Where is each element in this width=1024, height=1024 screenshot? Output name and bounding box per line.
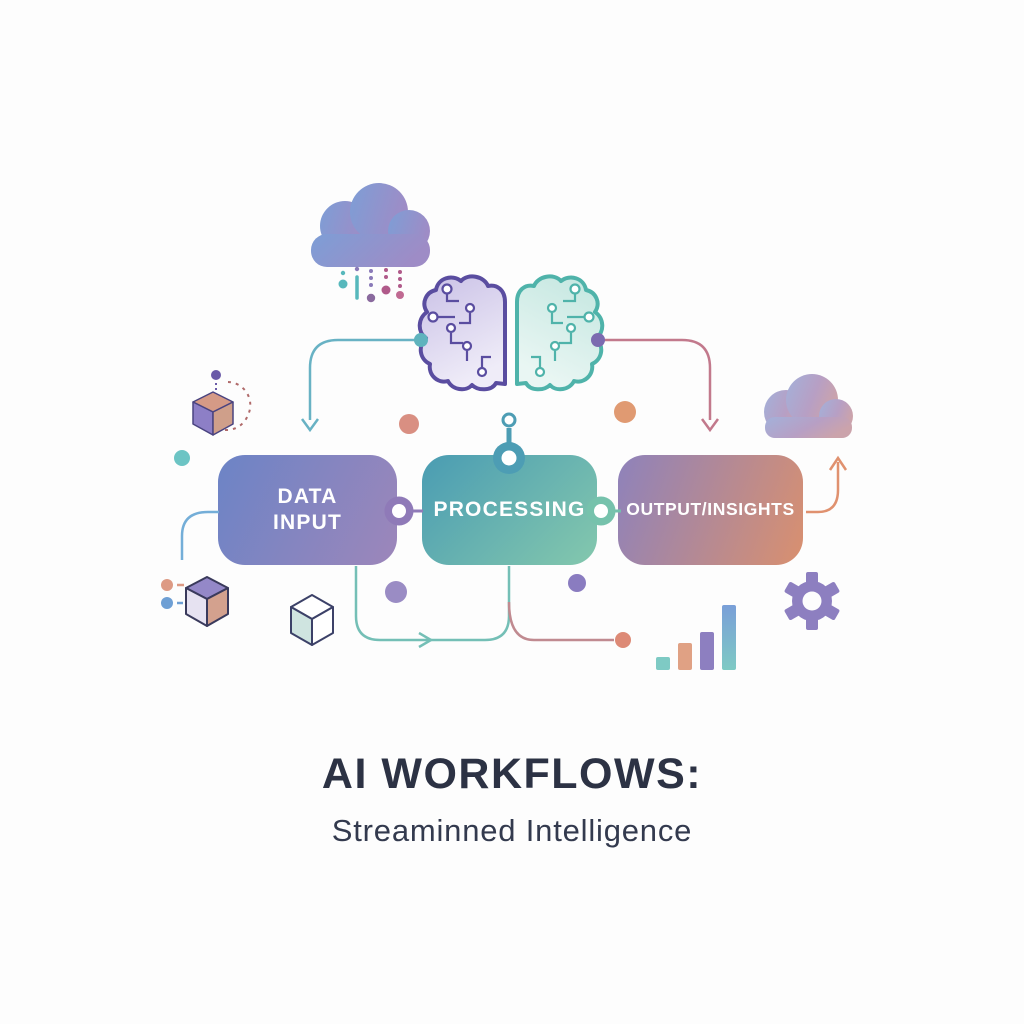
circuit-brain-icon bbox=[417, 274, 605, 392]
poster-subtitle: Streaminned Intelligence bbox=[331, 813, 693, 848]
node-label-line: DATA bbox=[277, 485, 338, 509]
data-cloud-icon bbox=[311, 183, 430, 267]
processing-top-knob bbox=[493, 412, 525, 474]
node-data-input bbox=[218, 455, 397, 565]
rain-data-dots bbox=[338, 266, 404, 303]
node-label-data-input: DATA INPUT bbox=[218, 455, 397, 565]
left-edge-connector bbox=[180, 510, 219, 560]
underline-arrow-flow bbox=[354, 566, 511, 649]
connector-knob-2 bbox=[586, 496, 621, 526]
title-block: AI WORKFLOWS: Streaminned Intelligence bbox=[0, 750, 1024, 849]
data-cube-icon bbox=[192, 370, 252, 436]
accent-dots bbox=[161, 401, 636, 609]
poster-title: AI WORKFLOWS: bbox=[321, 750, 703, 798]
tap-arrow-to-output bbox=[591, 333, 720, 433]
underline-dot-flow bbox=[507, 601, 631, 648]
output-cloud-icon bbox=[764, 374, 853, 438]
node-label-line: PROCESSING bbox=[433, 498, 586, 522]
node-output-insights bbox=[618, 455, 803, 565]
node-label-output-insights: OUTPUT/INSIGHTS bbox=[618, 455, 803, 565]
node-label-processing: PROCESSING bbox=[422, 455, 597, 565]
gradient-cube-icon bbox=[185, 576, 229, 627]
wireframe-cube-icon bbox=[290, 594, 334, 646]
node-label-line: INPUT bbox=[273, 511, 342, 534]
bar-chart-icon bbox=[656, 605, 736, 670]
node-label-line: OUTPUT/INSIGHTS bbox=[626, 499, 795, 520]
gear-icon bbox=[784, 572, 840, 630]
tap-arrow-to-data-input bbox=[300, 333, 428, 433]
output-to-cloud-arrow bbox=[806, 455, 848, 514]
connector-knob-1 bbox=[384, 496, 423, 526]
